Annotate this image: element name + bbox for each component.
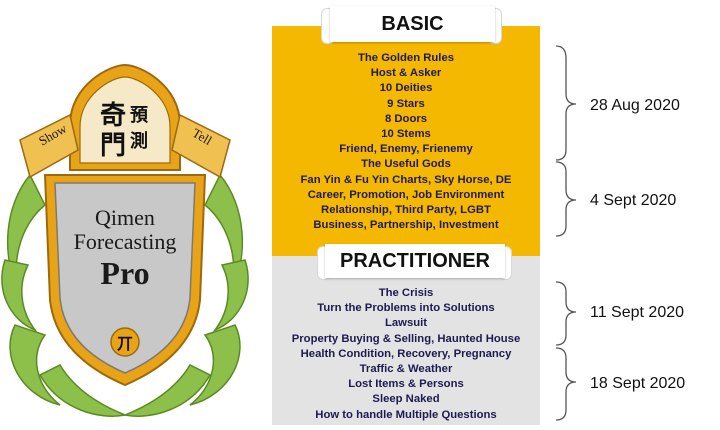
practitioner-topic-item: Traffic & Weather <box>359 362 453 375</box>
basic-topic-item: Host & Asker <box>370 67 442 80</box>
session-date-2: 4 Sept 2020 <box>590 192 677 209</box>
basic-topic-list: The Golden Rules Host & Asker 10 Deities… <box>272 51 540 233</box>
crest-title-qimen: Qimen <box>95 205 155 230</box>
practitioner-topic-item: Health Condition, Recovery, Pregnancy <box>300 347 512 360</box>
practitioner-topic-list: The Crisis Turn the Problems into Soluti… <box>272 286 540 423</box>
practitioner-topic-item: Lawsuit <box>384 317 428 330</box>
chinese-char-men: 門 <box>100 131 127 161</box>
bracket-1 <box>555 45 577 161</box>
chinese-char-qi: 奇 <box>100 101 127 131</box>
basic-topic-item: Career, Promotion, Job Environment <box>307 188 505 201</box>
basic-topic-item: Fan Yin & Fu Yin Charts, Sky Horse, DE <box>300 173 512 186</box>
crest-title-forecasting: Forecasting <box>73 229 177 254</box>
basic-topic-item: The Useful Gods <box>361 158 451 171</box>
crest-title-pro: Pro <box>100 255 150 291</box>
basic-topic-item: 9 Stars <box>387 97 425 110</box>
schedule-brackets <box>555 45 577 421</box>
basic-topic-item: Relationship, Third Party, LGBT <box>321 203 491 216</box>
bracket-3 <box>555 281 577 346</box>
basic-topic-item: 10 Deities <box>379 82 433 95</box>
crest-emblem-icon: 丌 <box>117 334 134 353</box>
session-date-4: 18 Sept 2020 <box>590 375 686 392</box>
chinese-char-ce: 測 <box>130 131 148 152</box>
bracket-4 <box>555 347 577 421</box>
basic-topic-item: Business, Partnership, Investment <box>313 219 499 232</box>
practitioner-header: PRACTITIONER <box>325 244 505 278</box>
basic-topic-item: 8 Doors <box>384 112 428 125</box>
basic-topic-item: The Golden Rules <box>357 52 455 64</box>
practitioner-topic-item: Lost Items & Persons <box>348 378 464 391</box>
chinese-char-yu: 預 <box>130 105 148 126</box>
session-date-3: 11 Sept 2020 <box>590 304 685 321</box>
session-date-1: 28 Aug 2020 <box>590 97 680 114</box>
practitioner-topic-item: Property Buying & Selling, Haunted House <box>291 332 521 345</box>
practitioner-topic-item: The Crisis <box>378 287 434 299</box>
crest-artwork <box>1 63 249 417</box>
practitioner-topic-item: How to handle Multiple Questions <box>315 408 497 421</box>
basic-topic-item: 10 Stems <box>381 127 431 140</box>
basic-header: BASIC <box>330 6 495 42</box>
practitioner-topic-item: Sleep Naked <box>372 393 440 406</box>
basic-panel <box>272 26 540 256</box>
bracket-2 <box>555 161 577 237</box>
qimen-crest-logo: Show Tell 奇 門 預 測 Qimen Forecasting Pro … <box>0 55 250 425</box>
basic-topic-item: Friend, Enemy, Frienemy <box>339 143 473 156</box>
practitioner-panel <box>272 256 540 425</box>
practitioner-topic-item: Turn the Problems into Solutions <box>317 302 495 315</box>
